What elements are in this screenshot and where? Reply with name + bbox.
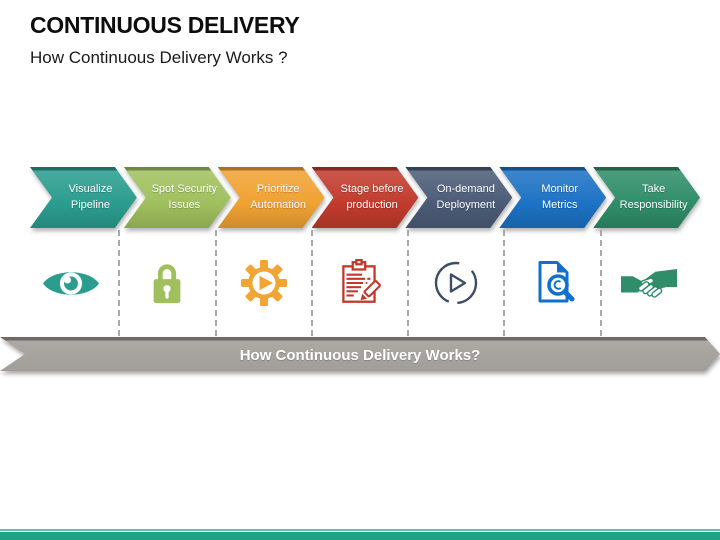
step-label: Automation [250,198,306,211]
padlock-icon [154,264,181,304]
play-circle-icon [435,261,478,305]
bottom-accent-bar [0,532,720,540]
process-step: On-demand Deployment [405,167,512,228]
icon-cell [24,230,118,336]
step-label: Prioritize [256,182,300,195]
checklist-pencil-icon [342,258,381,303]
process-step: Take Responsibility [593,167,700,228]
process-step: Visualize Pipeline [30,167,137,228]
step-label: production [346,198,398,211]
chevron-take-responsibility: Take Responsibility [593,167,700,228]
process-step: Spot Security Issues [124,167,231,228]
chevron-spot-security-issues: Spot Security Issues [124,167,231,228]
chevron-monitor-metrics: Monitor Metrics [499,167,606,228]
step-label: On-demand [436,182,495,195]
page-title: CONTINUOUS DELIVERY [30,12,300,38]
step-label: Responsibility [619,198,688,211]
icon-cell [503,230,599,336]
chevron-on-demand-deployment: On-demand Deployment [405,167,512,228]
step-label: Pipeline [70,198,110,211]
process-step: Monitor Metrics [499,167,606,228]
banner-arrow: How Continuous Delivery Works? [0,337,720,371]
icon-cell [407,230,503,336]
icon-cell [310,230,407,336]
process-chevron-row: Visualize Pipeline Spot Security Issues … [30,167,700,228]
gear-play-icon [240,260,287,306]
chevron-visualize-pipeline: Visualize Pipeline [30,167,137,228]
step-label: Metrics [542,198,578,211]
icon-cell [214,230,311,336]
step-label: Monitor [541,182,579,195]
step-label: Stage before [340,182,404,195]
step-label: Take [641,182,666,195]
process-step: Stage before production [312,167,419,228]
page-subtitle: How Continuous Delivery Works ? [30,48,288,67]
chevron-prioritize-automation: Prioritize Automation [218,167,325,228]
step-label: Visualize [68,182,113,195]
document-search-icon [538,261,575,303]
process-step: Prioritize Automation [218,167,325,228]
step-label: Deployment [436,198,496,211]
banner-title: How Continuous Delivery Works? [239,346,481,364]
step-label: Issues [168,198,201,211]
eye-icon [43,271,100,295]
icon-cell [599,230,696,336]
handshake-icon [620,268,677,298]
chevron-stage-before-production: Stage before production [312,167,419,228]
icon-cell [118,230,214,336]
process-icon-row [24,230,696,336]
step-label: Spot Security [151,182,217,195]
bottom-accent-line [0,529,720,531]
